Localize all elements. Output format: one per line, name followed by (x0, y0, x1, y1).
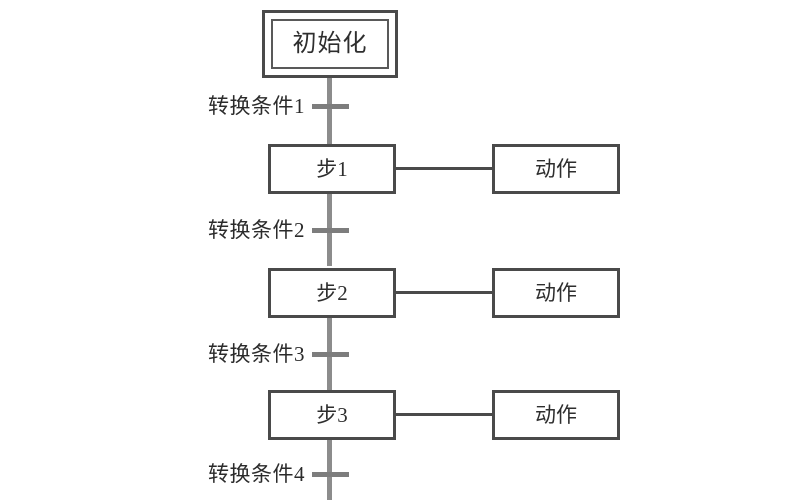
transition-bar-1[interactable] (312, 104, 349, 109)
backbone-segment-step3-to-t4 (327, 440, 332, 500)
step-label-2: 步2 (316, 280, 348, 305)
action-label-1: 动作 (535, 156, 577, 181)
action-box-3[interactable]: 动作 (492, 390, 620, 440)
initial-step-box[interactable]: 初始化 (262, 10, 398, 78)
step-action-connector-1 (395, 167, 493, 170)
action-box-1[interactable]: 动作 (492, 144, 620, 194)
action-label-2: 动作 (535, 280, 577, 305)
transition-bar-3[interactable] (312, 352, 349, 357)
step-box-2[interactable]: 步2 (268, 268, 396, 318)
step-label-3: 步3 (316, 402, 348, 427)
step-action-connector-3 (395, 413, 493, 416)
transition-label-4: 转换条件4 (208, 462, 305, 486)
backbone-segment-t1-to-step1 (327, 108, 332, 146)
step-box-1[interactable]: 步1 (268, 144, 396, 194)
transition-label-2: 转换条件2 (208, 218, 305, 242)
initial-step-label: 初始化 (292, 31, 368, 57)
transition-label-3: 转换条件3 (208, 342, 305, 366)
transition-bar-2[interactable] (312, 228, 349, 233)
action-label-3: 动作 (535, 402, 577, 427)
step-box-3[interactable]: 步3 (268, 390, 396, 440)
initial-step-inner-frame: 初始化 (271, 19, 389, 69)
step-action-connector-2 (395, 291, 493, 294)
action-box-2[interactable]: 动作 (492, 268, 620, 318)
transition-bar-4[interactable] (312, 472, 349, 477)
step-label-1: 步1 (316, 156, 348, 181)
transition-label-1: 转换条件1 (208, 94, 305, 118)
